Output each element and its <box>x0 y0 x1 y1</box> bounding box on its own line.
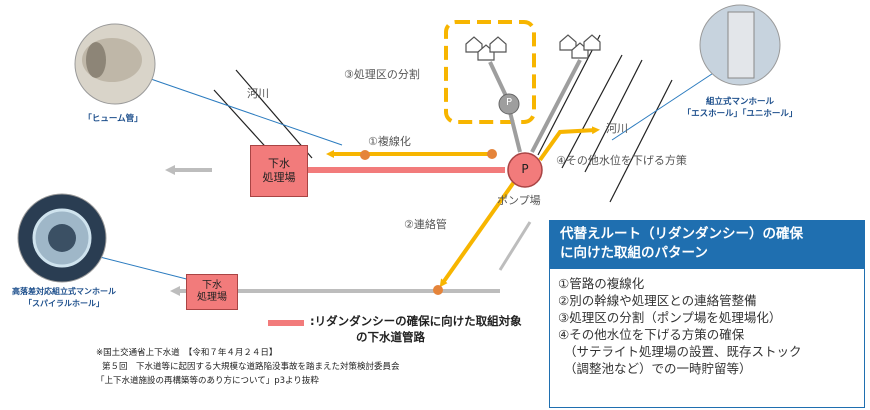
label-redundancy: ①複線化 <box>368 135 411 148</box>
house-icon <box>583 34 601 51</box>
legend-line1: :リダンダンシーの確保に向けた取組対象 <box>310 314 522 328</box>
assembled-names: 「エスホール」「ユニホール」 <box>682 109 798 119</box>
spiral-caption: 高落差対応組立式マンホール 「スパイラルホール」 <box>4 286 124 310</box>
junction-dot <box>360 150 370 160</box>
junction-dot <box>433 285 443 295</box>
panel-title-line1: 代替えルート（リダンダンシー）の確保 <box>560 226 803 242</box>
gray-branch <box>498 221 532 271</box>
source-note: ※国土交通省上下水道 【令和７年４月２４日】 第５回 下水道等に起因する大規模な… <box>96 346 400 388</box>
main-treatment-plant: 下水 処理場 <box>250 145 308 197</box>
sub-plant-line2: 処理場 <box>197 292 227 303</box>
pump-badge: P <box>521 162 529 176</box>
spiral-core <box>48 224 76 252</box>
panel-body: ①管路の複線化 ②別の幹線や処理区との連絡管整備 ③処理区の分割（ポンプ場を処理… <box>550 269 864 377</box>
panel-item: ①管路の複線化 <box>558 276 645 291</box>
junction-dots <box>360 149 497 295</box>
sub-treatment-plant: 下水 処理場 <box>186 274 238 310</box>
panel-item: （調整池など）での一時貯留等） <box>564 361 752 376</box>
assembled-caption: 組立式マンホール 「エスホール」「ユニホール」 <box>675 96 805 120</box>
collector-pipe-right <box>530 59 582 153</box>
hume-pipe-hole <box>86 42 106 78</box>
river-lines <box>213 34 673 203</box>
panel-item: ③処理区の分割（ポンプ場を処理場化） <box>558 310 782 325</box>
legend-text: :リダンダンシーの確保に向けた取組対象 の下水道管路 <box>310 313 522 345</box>
panel-title-line2: に向けた取組のパターン <box>560 245 708 261</box>
source-line1: ※国土交通省上下水道 【令和７年４月２４日】 <box>96 348 278 358</box>
yellow-arrows <box>326 126 600 288</box>
hume-caption: 「ヒューム管」 <box>83 114 143 124</box>
sewer-district-frame <box>444 20 536 124</box>
pump-station-label: ポンプ場 <box>497 194 541 207</box>
spiral-title: 高落差対応組立式マンホール <box>12 287 116 296</box>
label-divide: ③処理区の分割 <box>344 68 420 81</box>
main-plant-line2: 処理場 <box>262 171 296 184</box>
panel-header: 代替えルート（リダンダンシー）の確保 に向けた取組のパターン <box>550 221 864 269</box>
assembled-manhole-shape <box>727 11 755 79</box>
panel-item: （サテライト処理場の設置、既存ストック <box>564 344 802 359</box>
river-mid-line-b <box>561 54 623 169</box>
small-pump-badge: P <box>505 97 513 108</box>
leader-assembled <box>611 61 731 141</box>
panel-item: ②別の幹線や処理区との連絡管整備 <box>558 293 757 308</box>
house-icons <box>465 34 601 61</box>
pump-circle <box>507 152 543 188</box>
panel-item: ④その他水位を下げる方策の確保 <box>558 327 745 342</box>
spiral-name: 「スパイラルホール」 <box>24 299 104 308</box>
river-label-left: 河川 <box>247 87 269 100</box>
leader-hume <box>147 77 343 146</box>
house-icon <box>465 36 483 53</box>
house-icon <box>489 36 507 53</box>
label-connect: ②連絡管 <box>404 218 447 231</box>
source-line3: 「上下水道施設の再構築等のあり方について」p3より抜粋 <box>96 376 319 386</box>
river-label-right: 河川 <box>606 122 628 135</box>
river-mid-line-a <box>537 34 601 156</box>
house-icon <box>559 34 577 51</box>
collector-pipe-left <box>488 61 508 97</box>
assembled-title: 組立式マンホール <box>705 97 774 107</box>
river-mid-line-c <box>584 59 643 173</box>
legend-swatch <box>268 320 304 326</box>
main-plant-line1: 下水 <box>268 157 290 170</box>
river-right-line <box>609 79 673 203</box>
collector-pipe-mid <box>508 111 522 153</box>
river-left-line-a <box>235 69 313 159</box>
legend-line2: の下水道管路 <box>356 330 425 344</box>
small-pump-circle <box>498 93 520 115</box>
sub-plant-line1: 下水 <box>202 280 222 291</box>
arrow-other <box>538 126 600 162</box>
photo-shapes <box>17 4 781 283</box>
pattern-panel: 代替えルート（リダンダンシー）の確保 に向けた取組のパターン ①管路の複線化 ②… <box>549 220 865 408</box>
arrow-connect <box>439 180 516 288</box>
junction-dot <box>487 149 497 159</box>
label-other: ④その他水位を下げる方策 <box>556 154 687 167</box>
collector-pipes <box>488 59 582 153</box>
source-line2: 第５回 下水道等に起因する大規模な道路陥没事故を踏まえた対策検討委員会 <box>102 362 400 372</box>
